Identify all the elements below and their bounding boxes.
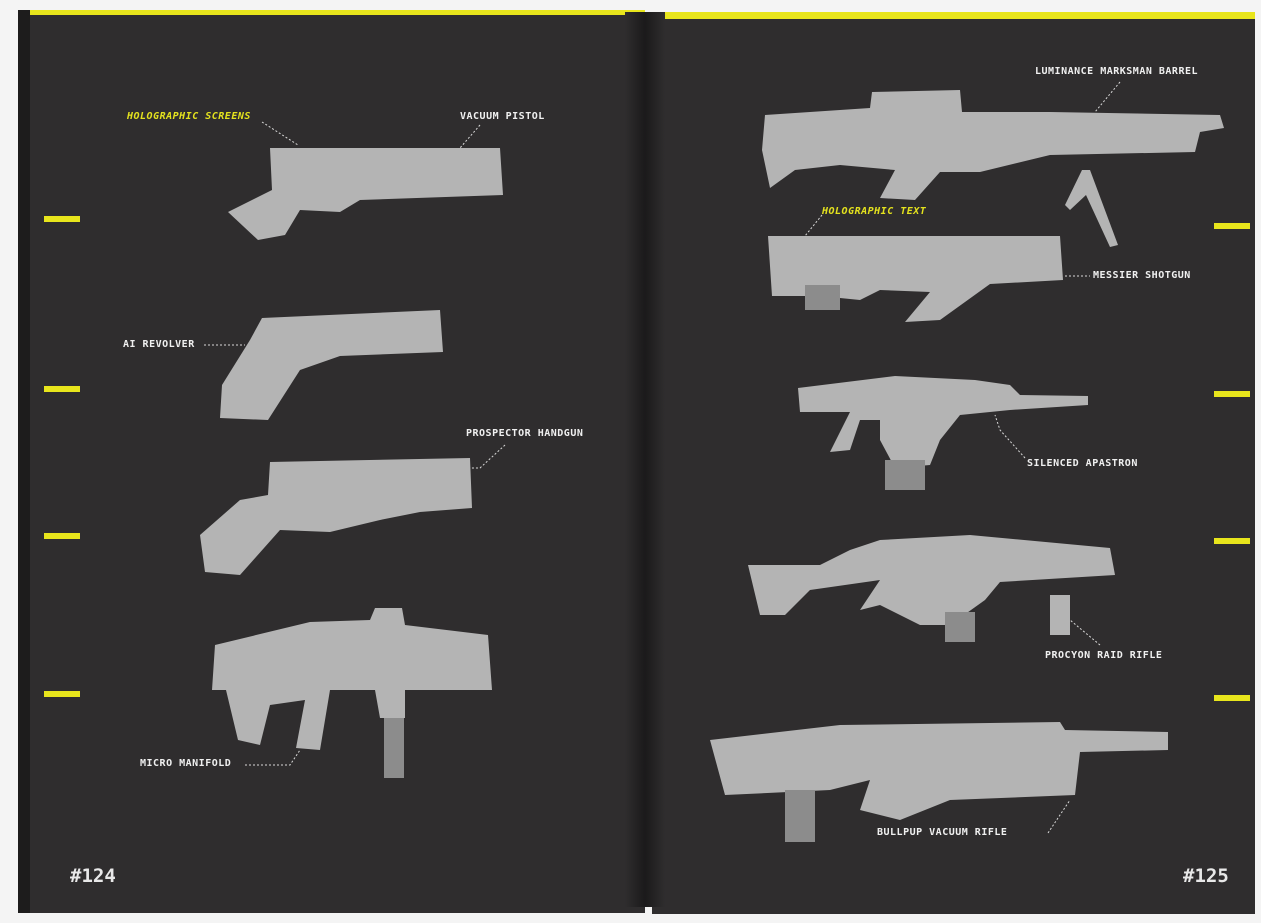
micro-manifold-illustration: [212, 608, 492, 750]
index-tab: [1214, 538, 1250, 544]
bullpup-vacuum-rifle-illustration: [710, 722, 1168, 820]
page-number-left: #124: [70, 865, 116, 887]
index-tab: [1214, 391, 1250, 397]
label-ai-revolver: AI REVOLVER: [123, 339, 195, 350]
label-silenced-apastron: SILENCED APASTRON: [1027, 458, 1138, 469]
index-tab: [44, 386, 80, 392]
label-prospector-handgun: PROSPECTOR HANDGUN: [466, 428, 584, 439]
index-tab: [44, 691, 80, 697]
label-holographic-text: HOLOGRAPHIC TEXT: [822, 206, 927, 217]
procyon-raid-rifle-illustration: [748, 535, 1115, 625]
label-procyon-raid-rifle: PROCYON RAID RIFLE: [1045, 650, 1163, 661]
silenced-apastron-illustration: [798, 376, 1088, 468]
index-tab: [44, 216, 80, 222]
label-luminance-marksman-barrel: LUMINANCE MARKSMAN BARREL: [1035, 66, 1199, 77]
luminance-marksman-barrel-illustration: [762, 90, 1224, 200]
prospector-handgun-illustration: [200, 458, 472, 575]
book-spine: [625, 12, 665, 907]
label-messier-shotgun: MESSIER SHOTGUN: [1093, 270, 1191, 281]
page-number-right: #125: [1183, 865, 1229, 887]
ai-revolver-illustration: [220, 310, 443, 420]
label-holographic-screens: HOLOGRAPHIC SCREENS: [127, 111, 251, 122]
label-micro-manifold: MICRO MANIFOLD: [140, 758, 232, 769]
leader-lines: [204, 81, 1121, 834]
label-vacuum-pistol: VACUUM PISTOL: [460, 111, 545, 122]
index-tab: [44, 533, 80, 539]
index-tab: [1214, 223, 1250, 229]
label-bullpup-vacuum-rifle: BULLPUP VACUUM RIFLE: [877, 827, 1008, 838]
messier-shotgun-illustration: [768, 236, 1063, 322]
index-tab: [1214, 695, 1250, 701]
vacuum-pistol-illustration: [228, 148, 503, 240]
